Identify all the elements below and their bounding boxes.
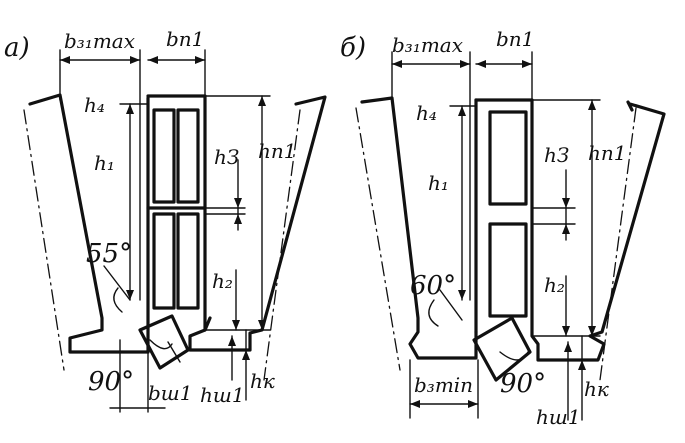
wedge-a (138, 314, 190, 370)
label-a-hp1: hп1 (258, 139, 297, 163)
conductor-b-1 (488, 110, 528, 206)
label-b-h1: h₁ (428, 171, 449, 195)
panel-b (355, 51, 666, 421)
label-b-h2: h₂ (544, 273, 565, 297)
wedge-b (472, 316, 532, 382)
label-a-bp1: bп1 (166, 27, 204, 51)
conductor-a-4 (176, 212, 200, 310)
conductor-a-1 (152, 108, 176, 204)
right-tooth-b (474, 98, 666, 362)
panel-a (23, 49, 327, 413)
label-b-bp1: bп1 (496, 27, 534, 51)
right-tooth-a (146, 94, 327, 352)
label-a-angle-top: 55° (86, 239, 132, 269)
label-a-h2: h₂ (212, 269, 233, 293)
label-b-angle-bottom: 90° (500, 369, 546, 399)
label-b-bz1max: b₃₁max (392, 33, 463, 57)
label-b-hsh1: hш1 (536, 405, 581, 429)
label-a-bz1max: b₃₁max (64, 29, 135, 53)
conductor-b-2 (488, 222, 528, 318)
label-b-bz1min: b₃min (414, 373, 473, 397)
panel-b-letter: б) (340, 33, 366, 63)
label-b-hk: hк (584, 377, 609, 401)
label-a-h3: hЗ (214, 145, 239, 169)
label-a-h4: h₄ (84, 93, 105, 117)
label-a-hk: hк (250, 369, 275, 393)
label-b-h3: hЗ (544, 143, 569, 167)
label-a-h1: h₁ (94, 151, 115, 175)
conductor-a-2 (176, 108, 200, 204)
conductor-a-3 (152, 212, 176, 310)
left-tooth-b (360, 96, 478, 360)
label-a-hsh1: hш1 (200, 383, 245, 407)
label-b-h4: h₄ (416, 101, 437, 125)
panel-a-letter: а) (4, 33, 30, 63)
label-b-angle-top: 60° (410, 271, 456, 301)
label-b-hp1: hп1 (588, 141, 627, 165)
label-a-bsh1: bш1 (148, 381, 192, 405)
label-a-angle-bottom: 90° (88, 367, 134, 397)
